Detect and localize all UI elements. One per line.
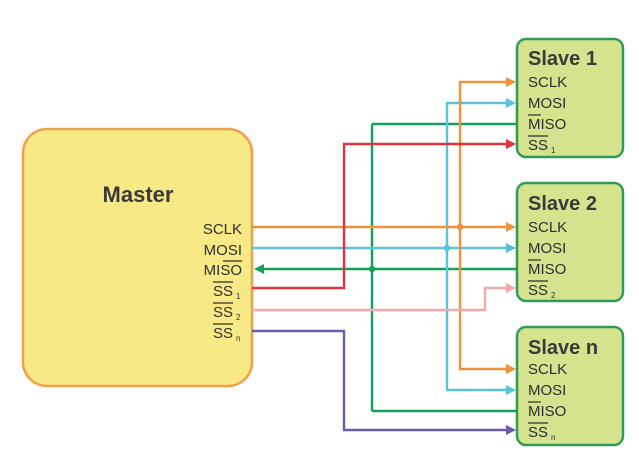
master-pin-ssn: SS — [213, 325, 233, 342]
master-pin-ss1: SS — [213, 283, 233, 300]
slave-2-pin-ss: SS — [528, 282, 548, 299]
slave-2-pin-sclk: SCLK — [528, 219, 567, 236]
master-pin-mosi: MOSI — [204, 242, 242, 259]
ss1-wire — [252, 139, 516, 290]
slave-2-pin-mosi: MOSI — [528, 240, 566, 257]
slave-n-pin-ss: SS — [528, 424, 548, 441]
slave-n-box — [515, 325, 625, 447]
master-pin-ss2: SS — [213, 304, 233, 321]
slave-n-block: Slave n SCLK MOSI MISO SS n — [515, 325, 625, 447]
miso-bus — [254, 122, 516, 413]
master-pin-ss1-sub: 1 — [236, 292, 241, 301]
sclk-to-slave-1 — [458, 77, 516, 227]
slave-n-pin-miso: MISO — [528, 403, 566, 420]
slave-1-pin-ss-sub: 1 — [551, 146, 556, 155]
slave-1-block: Slave 1 SCLK MOSI MISO SS 1 — [515, 37, 625, 159]
mosi-to-slave-1 — [445, 98, 516, 248]
slave-2-pin-miso: MISO — [528, 261, 566, 278]
master-pin-ss2-sub: 2 — [236, 313, 241, 322]
slave-2-block: Slave 2 SCLK MOSI MISO SS 2 — [515, 181, 625, 303]
master-pin-ssn-sub: n — [236, 334, 240, 343]
slave-1-pin-ss: SS — [528, 137, 548, 154]
mosi-junction — [443, 244, 451, 252]
slave-2-pin-ss-sub: 2 — [551, 291, 556, 300]
mosi-to-slave-n — [445, 248, 516, 395]
slave-1-box — [515, 37, 625, 159]
slave-n-pin-mosi: MOSI — [528, 382, 566, 399]
master-pin-miso: MISO — [204, 262, 242, 279]
master-pin-sclk: SCLK — [203, 221, 242, 238]
slave-1-pin-miso: MISO — [528, 116, 566, 133]
ssn-wire — [252, 329, 516, 435]
sclk-junction — [456, 223, 464, 231]
sclk-to-slave-n — [458, 227, 516, 374]
slave-1-title: Slave 1 — [528, 48, 597, 70]
slave-n-pin-sclk: SCLK — [528, 361, 567, 378]
slave-2-title: Slave 2 — [528, 193, 597, 215]
slave-2-box — [515, 181, 625, 303]
mosi-bus — [252, 98, 516, 395]
master-box — [21, 127, 254, 388]
slave-1-pin-mosi: MOSI — [528, 95, 566, 112]
slave-n-pin-ss-sub: n — [551, 433, 555, 442]
miso-junction — [368, 265, 376, 273]
ss2-wire — [252, 283, 516, 312]
slave-n-title: Slave n — [528, 337, 598, 359]
slave-1-pin-sclk: SCLK — [528, 74, 567, 91]
master-title: Master — [103, 182, 174, 207]
sclk-bus — [252, 77, 516, 374]
master-block: Master SCLK MOSI MISO SS 1 SS 2 SS n — [21, 127, 254, 388]
